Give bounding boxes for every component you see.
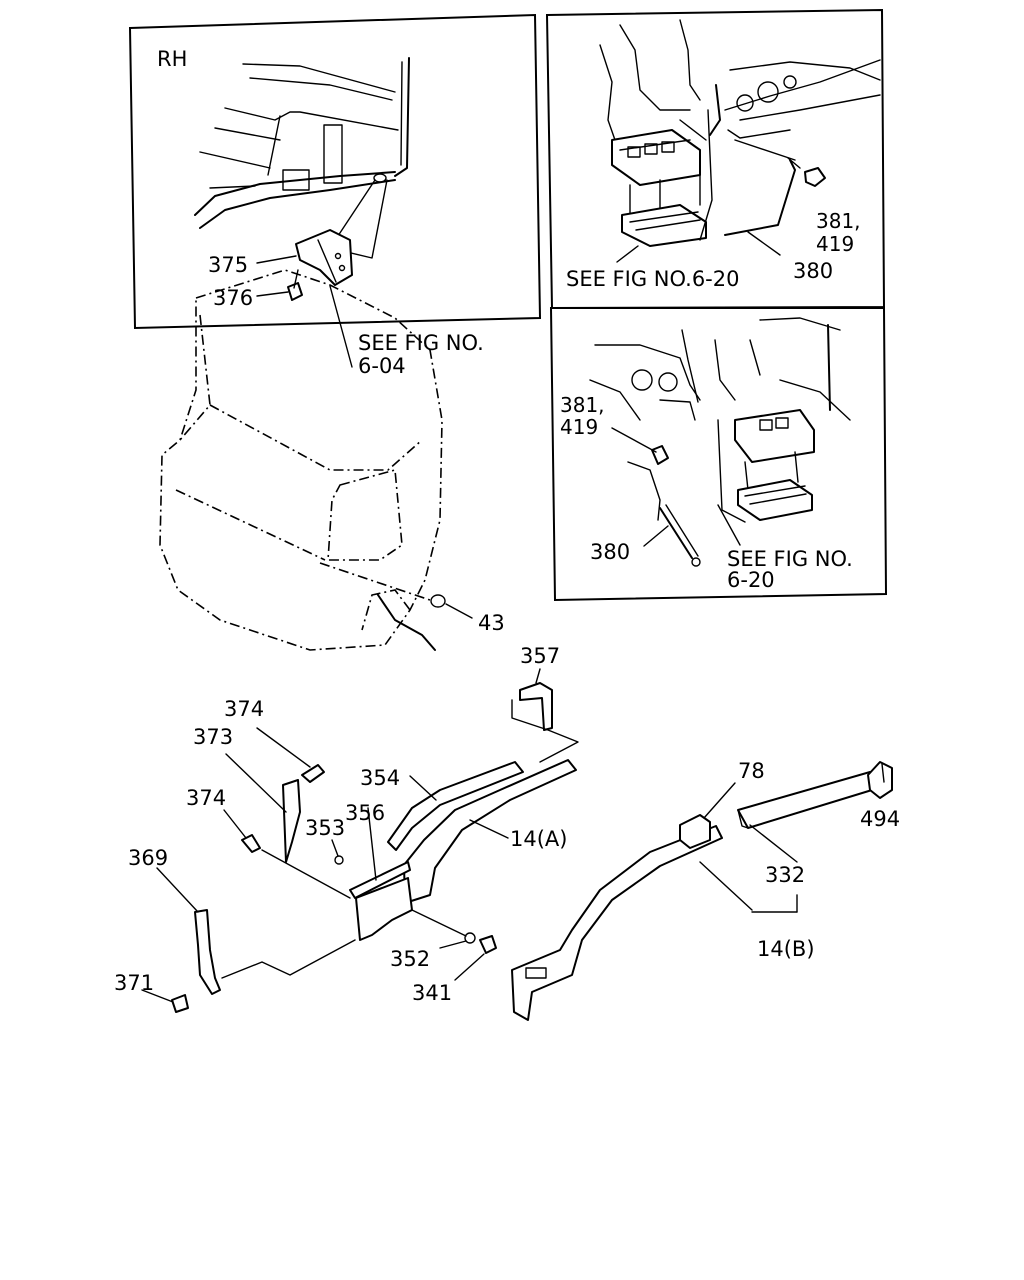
callout-381-lower: 381,	[560, 393, 605, 417]
step-assembly-drawing-lower	[589, 317, 851, 567]
callout-43: 43	[478, 611, 505, 635]
callout-374-upper: 374	[224, 697, 264, 721]
upper-inset-ref: SEE FIG NO.6-20	[566, 267, 740, 291]
lower-right-inset: 381, 419 380 SEE FIG NO. 6-20	[549, 307, 888, 602]
upper-right-inset: 381, 419 380 SEE FIG NO.6-20	[545, 8, 886, 310]
callout-374-lower: 374	[186, 786, 226, 810]
callout-341: 341	[412, 981, 452, 1005]
cab-outline	[159, 269, 473, 651]
callout-373: 373	[193, 725, 233, 749]
callout-369: 369	[128, 846, 168, 870]
callout-356: 356	[345, 801, 385, 825]
rear-frame-parts	[511, 761, 893, 1021]
rh-side-label: RH	[157, 47, 187, 71]
callout-352: 352	[390, 947, 430, 971]
callout-354: 354	[360, 766, 400, 790]
rh-cab-corner-drawing	[194, 57, 410, 301]
callout-375: 375	[208, 253, 248, 277]
callout-419-lower: 419	[560, 415, 598, 439]
callout-332: 332	[765, 863, 805, 887]
callout-419-upper: 419	[816, 232, 854, 256]
callout-14a: 14(A)	[510, 827, 567, 851]
callout-494: 494	[860, 807, 900, 831]
callout-14b: 14(B)	[757, 937, 815, 961]
callout-380-upper: 380	[793, 259, 833, 283]
lower-inset-ref-line2: 6-20	[727, 568, 775, 592]
callout-353: 353	[305, 816, 345, 840]
callout-380-lower: 380	[590, 540, 630, 564]
callout-376: 376	[213, 286, 253, 310]
front-step-frame-parts	[141, 668, 579, 1013]
callout-381-upper: 381,	[816, 209, 861, 233]
cab-ref-line1: SEE FIG NO.	[358, 331, 484, 355]
rh-inset: RH 375 376	[128, 13, 542, 330]
lower-inset-ref-line1: SEE FIG NO.	[727, 547, 853, 571]
step-assembly-drawing-upper	[599, 19, 881, 247]
callout-357: 357	[520, 644, 560, 668]
callout-371: 371	[114, 971, 154, 995]
callout-78: 78	[738, 759, 765, 783]
cab-ref-line2: 6-04	[358, 354, 406, 378]
